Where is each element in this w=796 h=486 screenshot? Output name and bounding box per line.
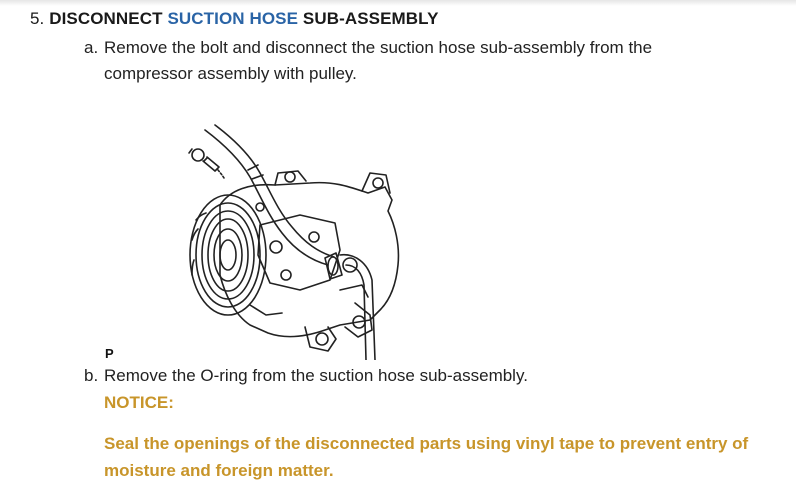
substep-a-line1: Remove the bolt and disconnect the sucti… xyxy=(104,38,653,57)
substep-a-letter: a. xyxy=(84,38,99,57)
substep-a-line2: compressor assembly with pulley. xyxy=(104,64,357,83)
bolt-icon xyxy=(188,148,225,179)
substep-b-text: Remove the O-ring from the suction hose … xyxy=(104,366,528,385)
figure-label: P xyxy=(105,346,114,361)
notice-text: Seal the openings of the disconnected pa… xyxy=(104,434,749,480)
substep-a: a. Remove the bolt and disconnect the suc… xyxy=(84,35,652,87)
notice-title: NOTICE: xyxy=(104,393,174,412)
substep-b: b. Remove the O-ring from the suction hos… xyxy=(84,363,528,389)
step-number: 5. xyxy=(30,9,45,28)
step-title-suffix: SUB-ASSEMBLY xyxy=(302,9,439,28)
step-title-prefix: DISCONNECT xyxy=(49,9,163,28)
suction-hose-link[interactable]: SUCTION HOSE xyxy=(167,9,299,28)
top-shadow xyxy=(0,0,796,6)
step-heading: 5. DISCONNECT SUCTION HOSE SUB-ASSEMBLY xyxy=(30,9,439,29)
compressor-illustration xyxy=(100,115,430,361)
compressor-icon xyxy=(188,124,400,361)
substep-b-letter: b. xyxy=(84,366,99,385)
